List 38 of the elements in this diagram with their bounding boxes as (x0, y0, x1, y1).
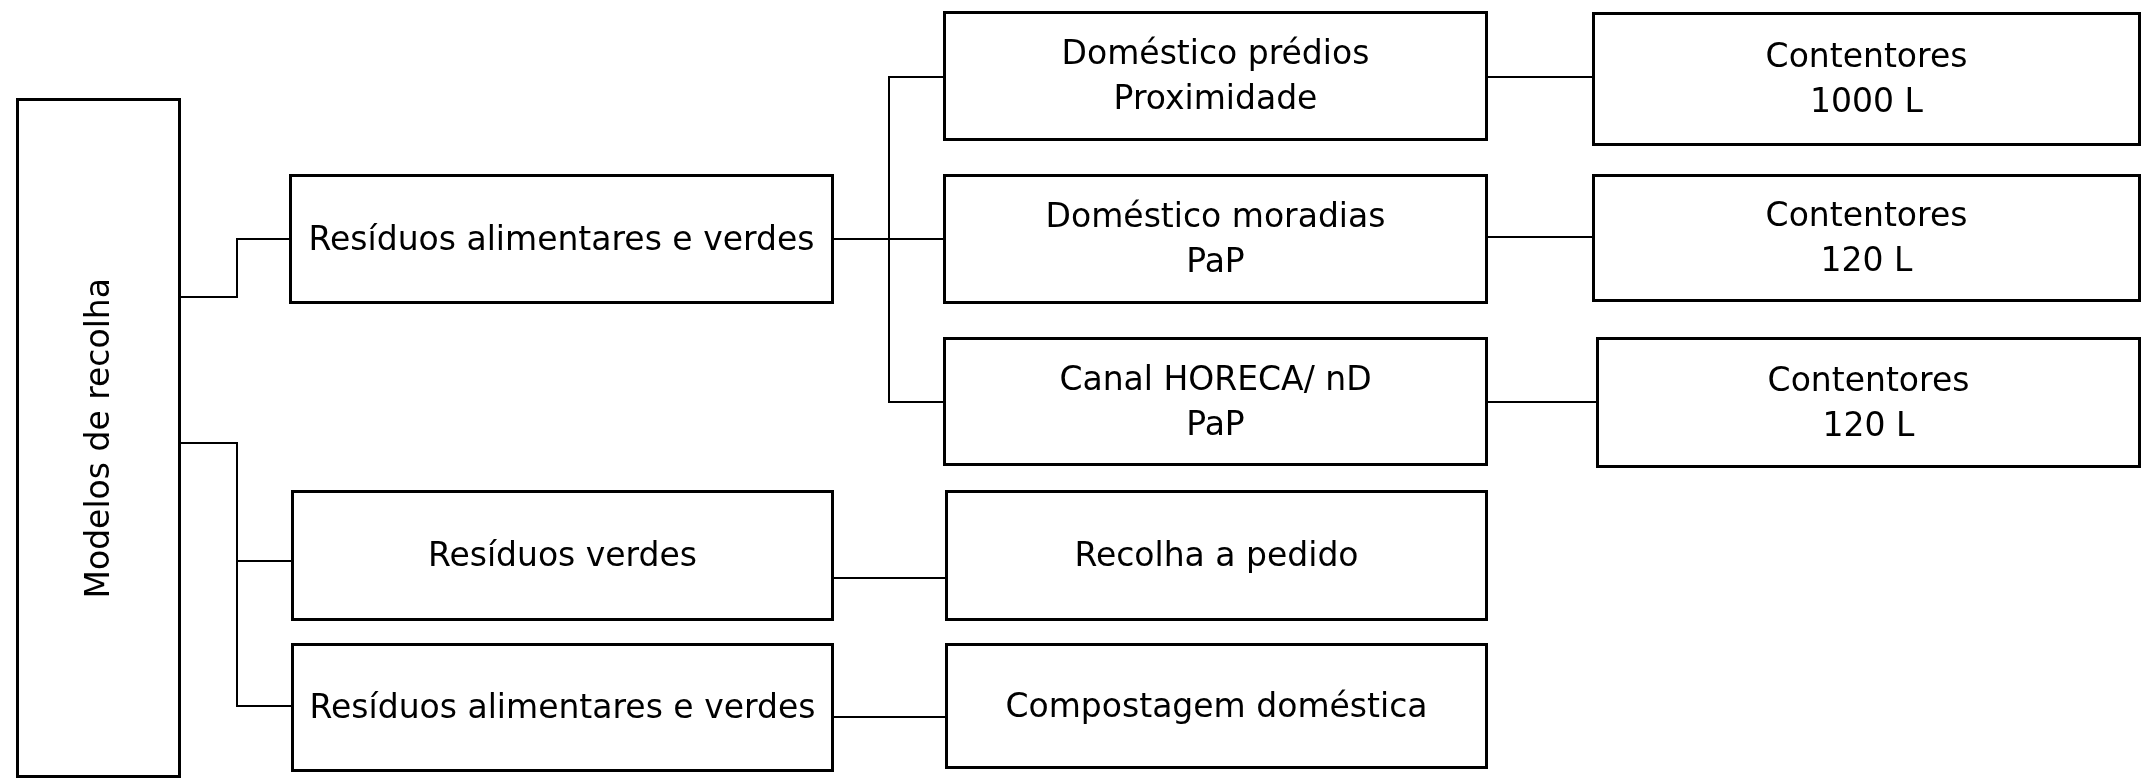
connector-line (180, 238, 290, 298)
category-box (943, 174, 1488, 304)
category-box (1592, 12, 2141, 146)
connector-line (1487, 401, 1597, 403)
connector-line (1487, 236, 1593, 238)
category-box (1596, 337, 2141, 468)
connector-line (833, 577, 946, 579)
connector-line (833, 716, 946, 718)
category-box (945, 643, 1488, 769)
category-box (945, 490, 1488, 621)
connector-line (833, 238, 944, 403)
box-label: Doméstico prédios (1061, 32, 1370, 75)
box-label: Resíduos alimentares e verdes (309, 686, 816, 729)
category-box (289, 174, 834, 304)
title-box (16, 98, 181, 778)
box-label: Doméstico moradias (1045, 195, 1386, 238)
box-label: 1000 L (1810, 80, 1923, 122)
category-box (1592, 174, 2141, 302)
box-label: Resíduos verdes (427, 534, 698, 577)
category-box (943, 337, 1488, 466)
box-label: Contentores (1765, 35, 1968, 78)
box-label: Contentores (1767, 358, 1970, 401)
box-label: PaP (1186, 402, 1245, 445)
box-label: Canal HORECA/ nD (1059, 357, 1372, 400)
box-label: Proximidade (1113, 77, 1318, 119)
box-label: Modelos de recolha (77, 277, 119, 599)
category-box (291, 490, 834, 621)
box-label: Compostagem doméstica (1005, 684, 1428, 727)
connector-line (180, 442, 292, 707)
box-label: 120 L (1822, 403, 1915, 446)
box-label: Contentores (1765, 194, 1968, 237)
box-label: Recolha a pedido (1074, 534, 1359, 577)
connector-line (1487, 76, 1593, 78)
box-label: 120 L (1820, 239, 1913, 281)
box-label: Resíduos alimentares e verdes (308, 217, 815, 260)
category-box (943, 11, 1488, 141)
category-box (291, 643, 834, 772)
box-label: PaP (1186, 240, 1245, 282)
